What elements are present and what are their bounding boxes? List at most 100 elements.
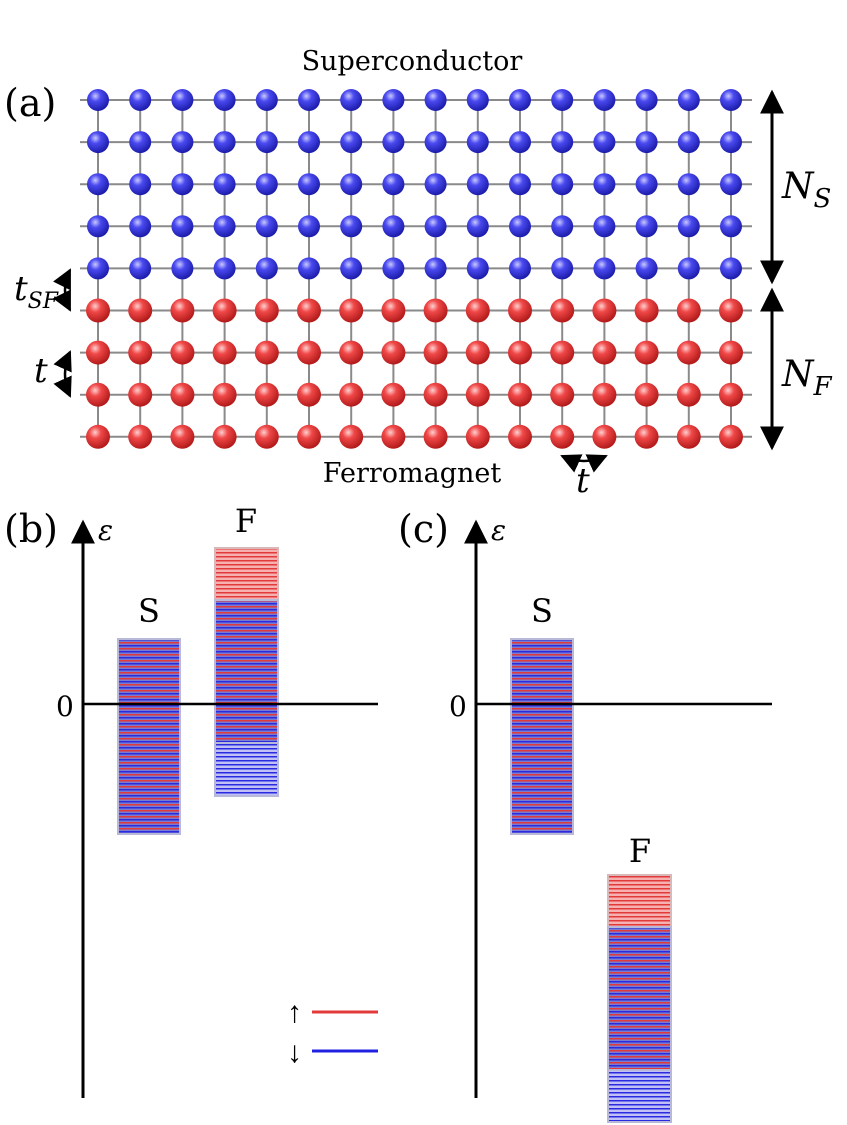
superconductor-atom xyxy=(298,215,320,238)
ferromagnet-atom xyxy=(297,382,321,407)
ferromagnet-atom xyxy=(297,340,321,365)
ferromagnet-atom xyxy=(592,382,617,407)
ferromagnet-atom xyxy=(465,382,490,407)
t-horizontal-label: t xyxy=(576,461,590,501)
ferromagnet-atom xyxy=(128,340,153,365)
panel-c-energy-label: ε xyxy=(491,514,506,547)
panel-b-f-mixed-band xyxy=(214,599,279,744)
ferromagnet-atom xyxy=(550,340,575,365)
superconductor-atom xyxy=(87,89,109,111)
superconductor-atom xyxy=(466,257,489,280)
superconductor-atom xyxy=(424,173,447,196)
ferromagnet-atom xyxy=(297,298,321,323)
ferromagnet-atom xyxy=(592,298,617,323)
superconductor-atom xyxy=(677,215,700,238)
panel-b-label: (b) xyxy=(4,507,58,551)
panel-c-f-mixed-band xyxy=(607,926,672,1071)
superconductor-atom xyxy=(424,257,447,280)
superconductor-atom xyxy=(720,131,742,154)
superconductor-atom xyxy=(593,131,616,154)
t-vertical-label: t xyxy=(34,351,48,391)
superconductor-atom xyxy=(424,89,447,111)
ferromagnet-atom xyxy=(381,298,406,323)
ferromagnet-atom xyxy=(339,298,364,323)
ferromagnet-atom xyxy=(465,340,490,365)
ferromagnet-atom xyxy=(634,424,659,449)
panel-c-s-band xyxy=(510,638,574,835)
superconductor-label: Superconductor xyxy=(302,46,523,77)
ferromagnet-atom xyxy=(550,298,575,323)
superconductor-atom xyxy=(509,257,531,280)
spin-legend: ↑ ↓ xyxy=(287,996,378,1069)
superconductor-atom xyxy=(635,89,658,111)
ferromagnet-atom xyxy=(508,424,532,449)
ferromagnet-atom xyxy=(676,382,701,407)
panel-a-label: (a) xyxy=(4,81,56,125)
superconductor-atom xyxy=(171,215,194,238)
superconductor-atom xyxy=(87,215,109,238)
superconductor-atom xyxy=(677,89,700,111)
ferromagnet-atom xyxy=(86,298,110,323)
ferromagnet-atom xyxy=(592,424,617,449)
ferromagnet-atom xyxy=(212,382,237,407)
superconductor-atom xyxy=(129,257,152,280)
superconductor-atom xyxy=(466,173,489,196)
superconductor-atom xyxy=(382,215,405,238)
superconductor-atom xyxy=(298,257,320,280)
ferromagnet-atom xyxy=(550,382,575,407)
ferromagnet-atom xyxy=(423,382,448,407)
ferromagnet-atom xyxy=(170,382,195,407)
ferromagnet-atom xyxy=(381,424,406,449)
ferromagnet-atom xyxy=(634,298,659,323)
superconductor-atom xyxy=(382,257,405,280)
panel-c-f-up-band xyxy=(607,874,672,928)
ferromagnet-atom xyxy=(170,340,195,365)
ns-label: NS xyxy=(781,166,831,214)
superconductor-atom xyxy=(171,89,194,111)
spin-up-symbol: ↑ xyxy=(287,996,302,1029)
superconductor-atom xyxy=(171,257,194,280)
panel-b: (b) ε 0 S F xyxy=(4,502,378,1098)
superconductor-atom xyxy=(593,173,616,196)
panel-a: (a) Superconductor Ferromagnet NS NF tSF… xyxy=(4,46,833,501)
panel-c: (c) ε 0 S F xyxy=(398,507,772,1123)
superconductor-atom xyxy=(720,89,742,111)
ferromagnet-atom xyxy=(170,298,195,323)
superconductor-atom xyxy=(677,257,700,280)
ferromagnet-atom xyxy=(676,340,701,365)
superconductor-atom xyxy=(87,131,109,154)
superconductor-atom xyxy=(340,131,363,154)
panel-b-energy-label: ε xyxy=(98,514,113,547)
ferromagnet-atom xyxy=(634,340,659,365)
panel-b-f-down-band xyxy=(214,742,279,797)
superconductor-atom xyxy=(382,173,405,196)
ferromagnet-atom xyxy=(381,340,406,365)
superconductor-atom xyxy=(635,173,658,196)
panel-c-f-label: F xyxy=(629,832,651,870)
superconductor-atom xyxy=(509,215,531,238)
ferromagnet-atom xyxy=(254,340,279,365)
superconductor-atom xyxy=(171,173,194,196)
superconductor-atom xyxy=(720,215,742,238)
ferromagnet-atom xyxy=(254,424,279,449)
ferromagnet-atom xyxy=(381,382,406,407)
ferromagnet-atom xyxy=(508,340,532,365)
superconductor-atom xyxy=(466,89,489,111)
panel-b-s-label: S xyxy=(138,592,160,630)
superconductor-atom xyxy=(129,173,152,196)
superconductor-atom xyxy=(720,173,742,196)
panel-c-label: (c) xyxy=(398,507,449,551)
ferromagnet-atom xyxy=(423,424,448,449)
ferromagnet-atom xyxy=(508,382,532,407)
ferromagnet-atom xyxy=(719,298,743,323)
t-horizontal-arrow xyxy=(560,454,608,473)
ferromagnet-atom xyxy=(212,340,237,365)
tsf-label: tSF xyxy=(14,269,59,314)
superconductor-atom xyxy=(593,215,616,238)
ferromagnet-atom xyxy=(86,424,110,449)
ferromagnet-label: Ferromagnet xyxy=(323,458,502,489)
ferromagnet-atom xyxy=(128,382,153,407)
superconductor-atom xyxy=(424,131,447,154)
superconductor-atom xyxy=(509,89,531,111)
panel-b-s-band xyxy=(117,638,181,835)
